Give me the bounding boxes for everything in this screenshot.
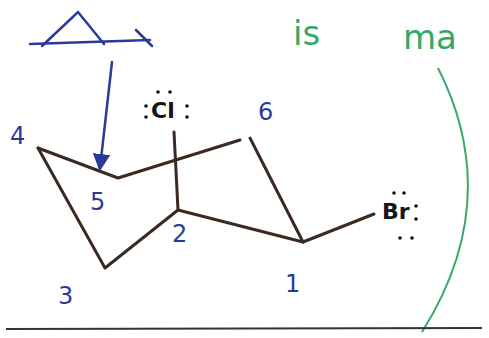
br-bond: [303, 214, 374, 242]
carbon-number: 6: [258, 100, 273, 124]
underline: [6, 328, 482, 329]
ring-bond: [250, 138, 303, 242]
viewer-mark: [136, 30, 152, 46]
carbon-number: 3: [58, 284, 73, 308]
carbon-number: 2: [172, 222, 187, 246]
cl-bond: [174, 132, 178, 210]
viewer-symbol: [30, 12, 152, 168]
carbon-number: 1: [285, 272, 300, 296]
lone-pairs: [144, 90, 418, 240]
carbon-number: 5: [90, 190, 105, 214]
atom-label: Br: [382, 201, 410, 223]
view-arrow: [100, 62, 112, 168]
green-arc: [422, 68, 468, 332]
atom-label: Cl: [151, 100, 175, 122]
carbon-number: 4: [10, 124, 25, 148]
note-text: is: [293, 16, 320, 50]
viewer-mark: [30, 40, 150, 44]
note-text: ma: [403, 20, 457, 54]
ring-bonds: [38, 132, 374, 268]
ring-bond: [38, 140, 240, 178]
